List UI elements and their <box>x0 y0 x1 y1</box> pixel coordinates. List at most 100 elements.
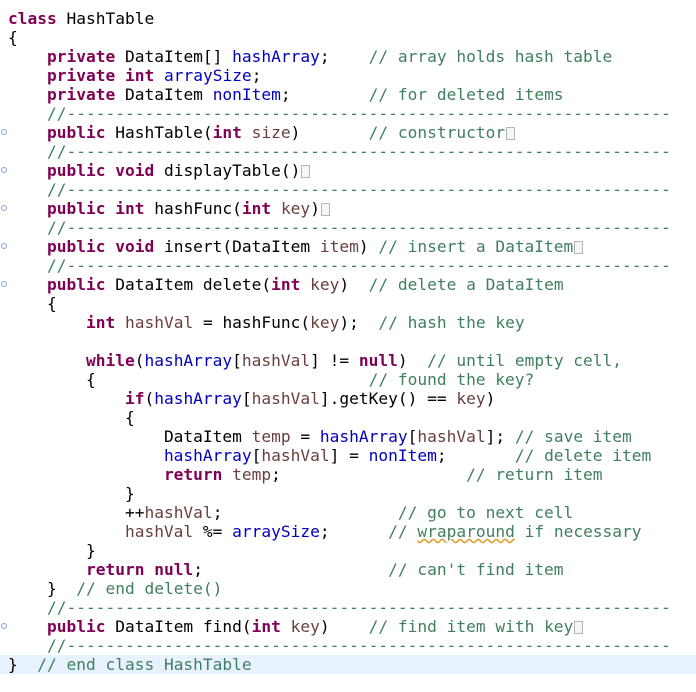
code-token: [ <box>241 389 252 408</box>
indent <box>8 313 86 332</box>
comment-token: // save item <box>514 427 632 446</box>
code-token: ) <box>339 275 369 294</box>
comment-token: //--------------------------------------… <box>46 218 671 237</box>
code-token: ; <box>436 446 515 465</box>
keyword-token: private <box>46 66 116 85</box>
collapsed-code-icon[interactable] <box>320 203 330 216</box>
comment-token: //--------------------------------------… <box>46 104 671 123</box>
fold-gutter[interactable] <box>0 123 12 142</box>
comment-token: // delete a DataItem <box>368 275 564 294</box>
variable-token: key <box>310 275 340 294</box>
field-token: hashArray <box>319 427 408 446</box>
fold-gutter[interactable] <box>0 617 12 636</box>
comment-token: // constructor <box>368 123 506 142</box>
code-token: } <box>8 655 38 674</box>
expand-fold-icon[interactable] <box>1 129 7 135</box>
code-token <box>105 237 115 256</box>
fold-gutter[interactable] <box>0 199 12 218</box>
code-token <box>105 161 115 180</box>
code-token: DataItem find( <box>105 617 252 636</box>
collapsed-code-icon[interactable] <box>506 127 516 140</box>
code-token: ) <box>310 199 320 218</box>
code-token: [ <box>251 446 262 465</box>
indent <box>8 123 47 142</box>
keyword-token: int <box>115 199 145 218</box>
indent <box>8 636 47 655</box>
field-token: hashArray <box>154 389 242 408</box>
code-text: return null; // can't find item <box>8 560 564 579</box>
code-token <box>115 313 125 332</box>
indent <box>8 427 164 446</box>
keyword-token: int <box>251 617 281 636</box>
code-text: while(hashArray[hashVal] != null) // unt… <box>8 351 622 370</box>
comment-token: // insert a DataItem <box>378 237 574 256</box>
code-token: ; <box>251 66 262 85</box>
indent <box>8 541 86 560</box>
fold-gutter[interactable] <box>0 275 12 294</box>
comment-token: // until empty cell, <box>427 351 623 370</box>
fold-gutter[interactable] <box>0 237 12 256</box>
fold-gutter[interactable] <box>0 161 12 180</box>
code-token: ) <box>397 351 428 370</box>
expand-fold-icon[interactable] <box>1 167 7 173</box>
variable-token: hashVal <box>241 351 311 370</box>
code-token <box>281 617 291 636</box>
collapsed-code-icon[interactable] <box>574 241 584 254</box>
code-token: ]; <box>485 427 515 446</box>
indent <box>8 66 47 85</box>
comment-token: // end class HashTable <box>37 655 252 674</box>
collapsed-code-icon[interactable] <box>301 165 311 178</box>
field-token: hashArray <box>144 351 233 370</box>
code-text: class HashTable <box>8 9 154 28</box>
variable-token: size <box>251 123 291 142</box>
code-token: DataItem delete( <box>105 275 272 294</box>
keyword-token: int <box>85 313 116 332</box>
code-token: HashTable <box>56 9 155 28</box>
collapsed-code-icon[interactable] <box>574 621 584 634</box>
keyword-token: return <box>85 560 145 579</box>
field-token: nonItem <box>212 85 281 104</box>
field-token: arraySize <box>232 522 320 541</box>
expand-fold-icon[interactable] <box>1 281 7 287</box>
code-text: public void insert(DataItem item) // ins… <box>8 237 584 256</box>
comment-token: // for deleted items <box>368 85 564 104</box>
variable-token: hashVal <box>144 503 213 522</box>
variable-token: key <box>280 199 311 218</box>
comment-token: //--------------------------------------… <box>46 598 671 617</box>
field-token: nonItem <box>368 446 437 465</box>
code-text: public int hashFunc(int key) <box>8 199 330 218</box>
code-text: { <box>8 408 135 427</box>
code-text: { <box>8 294 57 313</box>
code-token: DataItem <box>163 427 252 446</box>
code-token: ( <box>134 351 145 370</box>
code-text: //--------------------------------------… <box>8 180 671 199</box>
code-token: ( <box>144 389 155 408</box>
comment-token: //--------------------------------------… <box>46 636 671 655</box>
code-token: ].getKey() == <box>319 389 457 408</box>
comment-token: // end delete() <box>76 579 223 598</box>
code-token: insert(DataItem <box>154 237 320 256</box>
code-token <box>300 275 310 294</box>
expand-fold-icon[interactable] <box>1 623 7 629</box>
indent <box>8 161 47 180</box>
code-text: //--------------------------------------… <box>8 104 671 123</box>
code-token: { <box>124 408 135 427</box>
keyword-token: while <box>85 351 135 370</box>
code-token: { <box>46 294 57 313</box>
keyword-token: public <box>46 617 106 636</box>
code-text: if(hashArray[hashVal].getKey() == key) <box>8 389 495 408</box>
comment-token: // delete item <box>514 446 652 465</box>
keyword-token: void <box>115 161 155 180</box>
code-text: int hashVal = hashFunc(key); // hash the… <box>8 313 525 332</box>
code-token: { <box>85 370 369 389</box>
variable-token: temp <box>251 427 291 446</box>
code-token: ) <box>290 123 369 142</box>
code-text: { // found the key? <box>8 370 534 389</box>
code-token: } <box>124 484 135 503</box>
comment-token: // <box>388 522 418 541</box>
code-line[interactable]: } // end class HashTable <box>0 655 696 674</box>
comment-token: if necessary <box>514 522 642 541</box>
expand-fold-icon[interactable] <box>1 205 7 211</box>
expand-fold-icon[interactable] <box>1 243 7 249</box>
